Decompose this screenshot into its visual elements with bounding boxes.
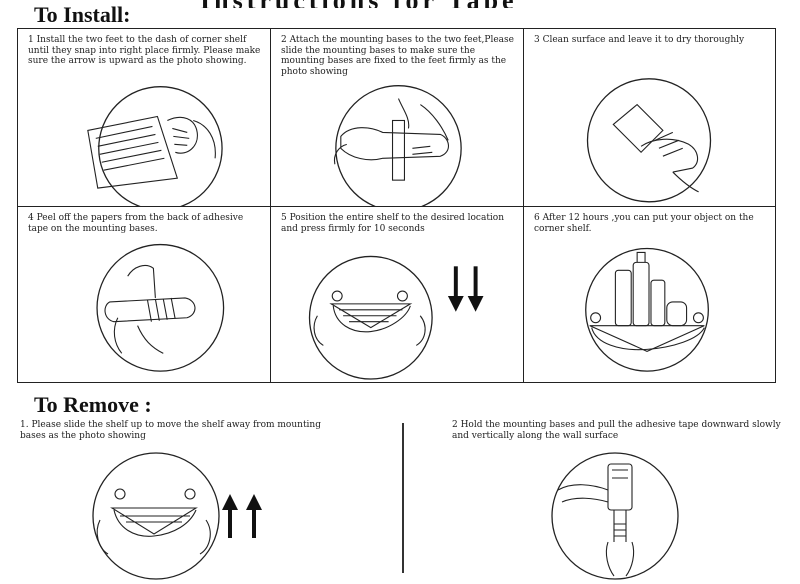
step-4-text: 4 Peel off the papers from the back of a… [28,213,244,234]
install-step-5: 5 Position the entire shelf to the desir… [271,207,524,382]
install-step-4: 4 Peel off the papers from the back of a… [18,207,271,382]
step-5-text: 5 Position the entire shelf to the desir… [281,213,505,234]
install-step-3: 3 Clean surface and leave it to dry thor… [524,29,775,207]
install-steps-grid: 1 Install the two feet to the dash of co… [17,28,776,383]
peel-tape-illustration [96,243,225,372]
remove-step-1-text: 1. Please slide the shelf up to move the… [20,420,321,441]
install-step-6: 6 After 12 hours ,you can put your objec… [524,207,775,382]
slide-shelf-up-illustration [92,452,262,580]
step-3-text: 3 Clean surface and leave it to dry thor… [534,35,745,45]
top-cut-heading: Instructions for Tape [200,0,620,8]
mounting-base-illustration [333,85,462,206]
step-2-text: 2 Attach the mounting bases to the two f… [281,35,514,77]
install-step-1: 1 Install the two feet to the dash of co… [18,29,271,207]
install-step-2: 2 Attach the mounting bases to the two f… [271,29,524,207]
remove-divider [402,423,404,573]
up-arrows-icon [222,494,262,538]
step-1-text: 1 Install the two feet to the dash of co… [28,35,261,66]
step-6-text: 6 After 12 hours ,you can put your objec… [534,213,754,234]
remove-title: To Remove : [34,392,152,417]
install-title: To Install: [34,2,131,27]
down-arrows-icon [447,266,484,312]
press-shelf-illustration [308,255,484,380]
pull-tape-illustration [551,452,679,580]
remove-step-2-text: 2 Hold the mounting bases and pull the a… [452,420,781,441]
shelf-feet-illustration [87,86,223,206]
finished-shelf-illustration [585,247,709,372]
cleaning-cloth-illustration [586,78,712,203]
